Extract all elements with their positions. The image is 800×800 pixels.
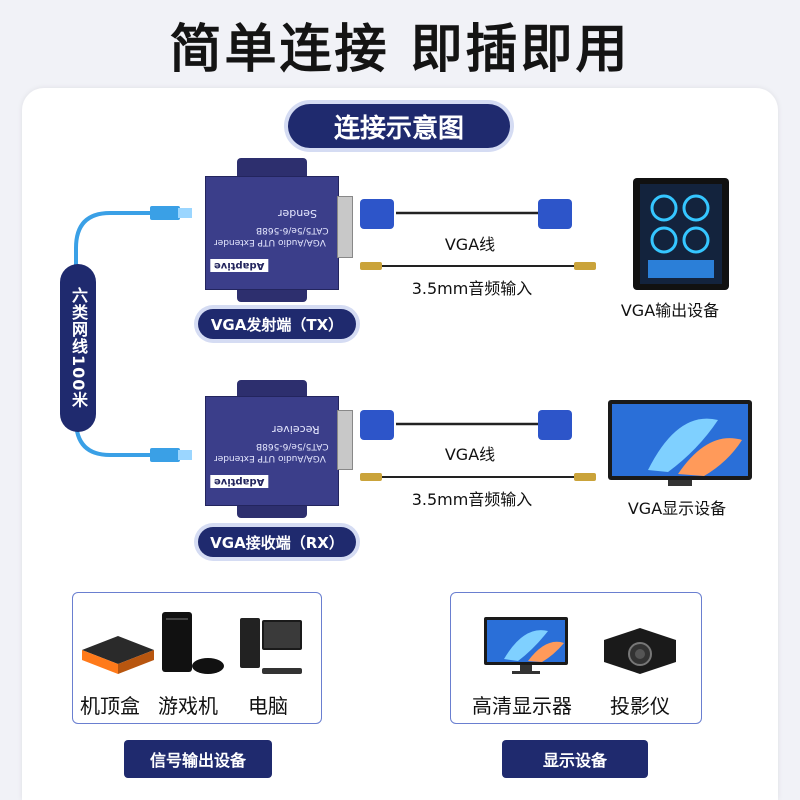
sender-device: Sender CAT5/5e/6-568B VGA/Audio UTP Exte… [205, 176, 339, 290]
display-item-1: 投影仪 [610, 694, 670, 718]
source-item-0: 机顶盒 [80, 694, 140, 718]
monitor-icon [608, 400, 752, 486]
sender-mount-top [237, 158, 307, 180]
sender-vga-label: VGA线 [444, 235, 496, 254]
display-devices-footer: 显示设备 [502, 740, 648, 778]
projector-icon [604, 628, 676, 674]
game-console-icon [162, 612, 224, 674]
receiver-mount-top [237, 380, 307, 400]
sender-audio-label: 3.5mm音频输入 [411, 279, 533, 298]
sender-vga-port [337, 196, 353, 258]
vga-display-device-label: VGA显示设备 [627, 499, 727, 518]
hd-monitor-icon [484, 617, 568, 674]
receiver-audio-label: 3.5mm音频输入 [411, 490, 533, 509]
set-top-box-icon [82, 636, 154, 674]
pc-tower-icon [633, 178, 729, 290]
display-item-0: 高清显示器 [472, 694, 572, 718]
section-title: 连接示意图 [288, 104, 510, 148]
headline: 简单连接 即插即用 [169, 19, 631, 80]
receiver-vga-port [337, 410, 353, 470]
source-item-2: 电脑 [248, 694, 288, 718]
rx-pill: VGA接收端（RX） [198, 527, 356, 557]
vga-output-device-label: VGA输出设备 [620, 301, 720, 320]
source-item-1: 游戏机 [158, 694, 218, 718]
receiver-device: Receiver CAT5/5e/6-568B VGA/Audio UTP Ex… [205, 396, 339, 506]
receiver-vga-label: VGA线 [444, 445, 496, 464]
source-devices-footer: 信号输出设备 [124, 740, 272, 778]
cable-label: 六类网线100米 [60, 264, 96, 432]
tx-pill: VGA发射端（TX） [198, 309, 356, 339]
computer-icon [240, 618, 302, 674]
